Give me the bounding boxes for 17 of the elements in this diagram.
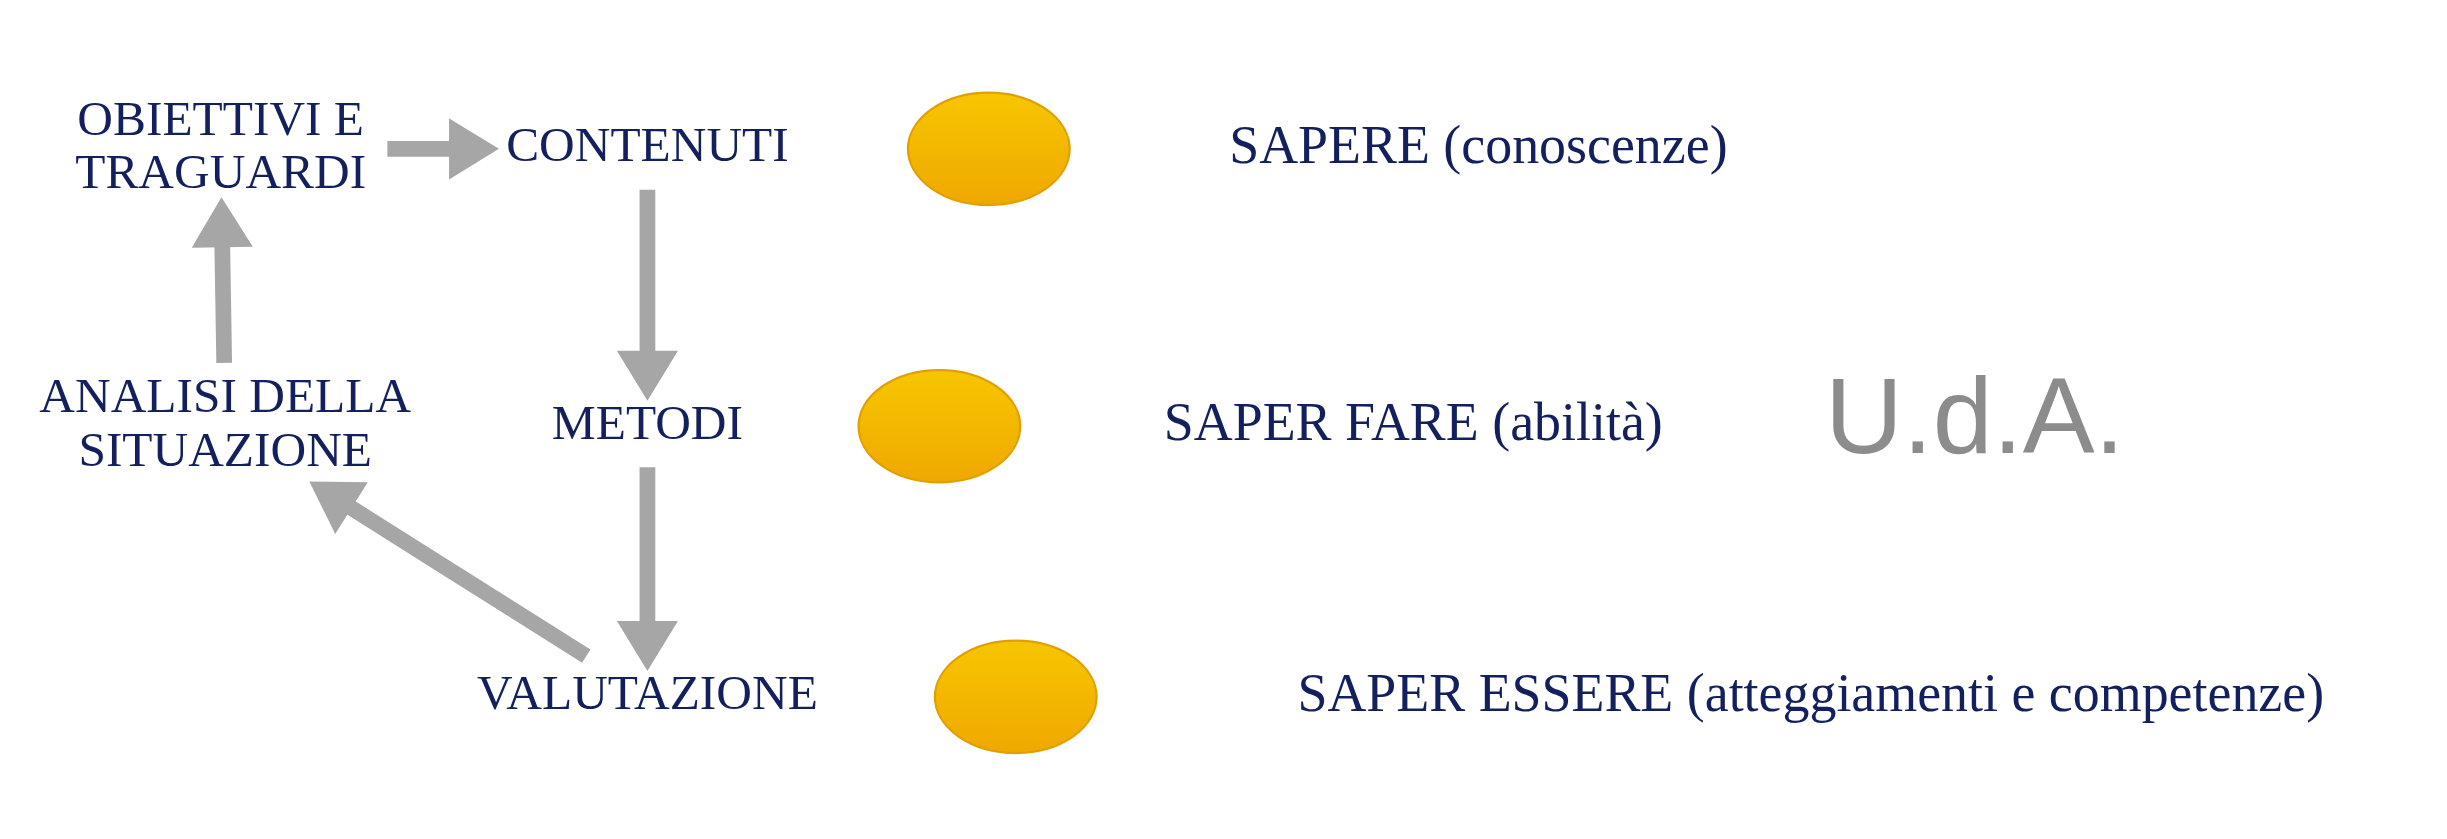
arrow: [616, 467, 678, 671]
node-text: CONTENUTI: [506, 117, 789, 173]
arrow: [616, 189, 678, 401]
node-ellipse: [857, 368, 1022, 484]
node-label: SAPERE (conoscenze): [1229, 114, 1728, 175]
node-text: METODI: [551, 394, 743, 450]
node-text: VALUTAZIONE: [477, 665, 818, 721]
label: U.d.A.: [1824, 354, 2125, 476]
node-text: OBIETTIVI E TRAGUARDI: [75, 90, 367, 200]
node-label: SAPER ESSERE (atteggiamenti e competenze): [1297, 662, 2325, 723]
node-text: ANALISI DELLA SITUAZIONE: [39, 367, 412, 477]
arrow: [191, 197, 253, 364]
node-label: SAPER FARE (abilità): [1163, 392, 1663, 453]
node-ellipse: [933, 639, 1098, 755]
arrow: [387, 118, 499, 180]
arrow: [309, 481, 591, 663]
node-ellipse: [906, 91, 1071, 207]
